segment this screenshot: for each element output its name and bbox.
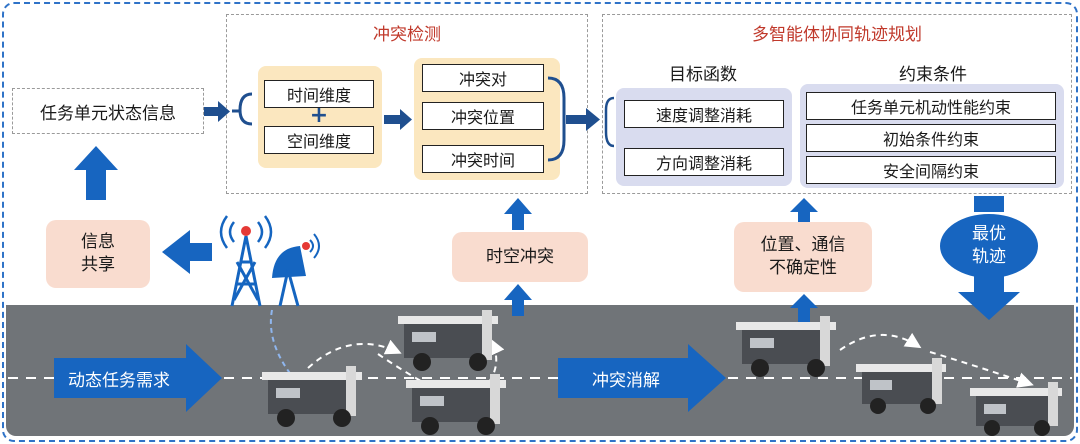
satellite-dish-icon xyxy=(272,233,320,307)
down-arrow-planning-to-optimal xyxy=(974,196,1004,212)
initial-constraint-box: 初始条件约束 xyxy=(806,124,1056,152)
detection-to-planning-arrow xyxy=(566,108,600,131)
uncertainty-line2: 不确定性 xyxy=(769,258,837,278)
up-arrow-to-planning xyxy=(790,198,818,222)
antenna-tip-icon xyxy=(241,226,251,236)
planning-title: 多智能体协同轨迹规划 xyxy=(752,25,922,45)
demand-arrow-label: 动态任务需求 xyxy=(68,371,170,391)
motion-arc-4 xyxy=(839,332,922,351)
info-share-box: 信息 共享 xyxy=(46,220,150,288)
space-dimension-box: 空间维度 xyxy=(264,126,374,154)
conflict-position-box: 冲突位置 xyxy=(422,102,544,130)
uncertainty-box: 位置、通信 不确定性 xyxy=(734,222,872,292)
status-info-label: 任务单元状态信息 xyxy=(40,103,176,124)
dims-to-outputs-arrow xyxy=(384,109,412,130)
spatiotemporal-conflict-box: 时空冲突 xyxy=(452,232,588,282)
conflict-detection-title: 冲突检测 xyxy=(373,25,441,45)
vehicle-3 xyxy=(406,374,506,435)
direction-cost-box: 方向调整消耗 xyxy=(624,148,784,176)
status-to-detection-arrow xyxy=(204,101,230,122)
vehicle-5 xyxy=(856,358,946,414)
conflict-time-box: 冲突时间 xyxy=(422,145,544,173)
objective-brace xyxy=(604,96,615,148)
time-dimension-box: 时间维度 xyxy=(264,80,374,108)
optimal-trajectory-ellipse: 最优 轨迹 xyxy=(940,214,1038,278)
vehicle-2 xyxy=(398,310,498,371)
motion-arc-5 xyxy=(929,351,1034,388)
info-share-line1: 信息 xyxy=(81,232,115,253)
conflict-pair-box: 冲突对 xyxy=(422,64,544,92)
objective-title: 目标函数 xyxy=(669,65,737,85)
down-arrow-optimal-to-road xyxy=(958,276,1020,320)
comm-link-dashed xyxy=(269,309,293,377)
vehicle-1 xyxy=(262,366,362,427)
motion-arc-3 xyxy=(473,338,505,399)
constraint-title: 约束条件 xyxy=(899,65,967,85)
up-arrow-to-conflict xyxy=(504,284,532,316)
up-arrow-to-detection xyxy=(504,198,532,230)
resolve-arrow xyxy=(558,344,726,412)
plus-sign: + xyxy=(309,103,329,128)
uncertainty-line1: 位置、通信 xyxy=(760,235,846,256)
info-share-line2: 共享 xyxy=(81,255,115,275)
optimal-line2: 轨迹 xyxy=(972,247,1006,267)
dims-brace xyxy=(238,92,253,126)
left-arrow-info-share xyxy=(162,230,212,274)
safety-constraint-box: 安全间隔约束 xyxy=(806,156,1056,184)
maneuver-constraint-box: 任务单元机动性能约束 xyxy=(806,92,1056,120)
up-arrow-to-status xyxy=(74,146,118,200)
status-info-box: 任务单元状态信息 xyxy=(12,88,204,134)
speed-cost-box: 速度调整消耗 xyxy=(624,100,784,128)
optimal-line1: 最优 xyxy=(972,224,1006,245)
outputs-brace xyxy=(547,76,566,162)
resolve-arrow-label: 冲突消解 xyxy=(592,371,660,391)
antenna-tower-icon xyxy=(219,215,273,307)
vehicle-4 xyxy=(736,316,836,377)
vehicle-6 xyxy=(970,382,1062,436)
demand-arrow xyxy=(54,344,222,412)
up-arrow-to-uncertainty xyxy=(790,294,818,322)
motion-arc-1 xyxy=(307,339,402,369)
